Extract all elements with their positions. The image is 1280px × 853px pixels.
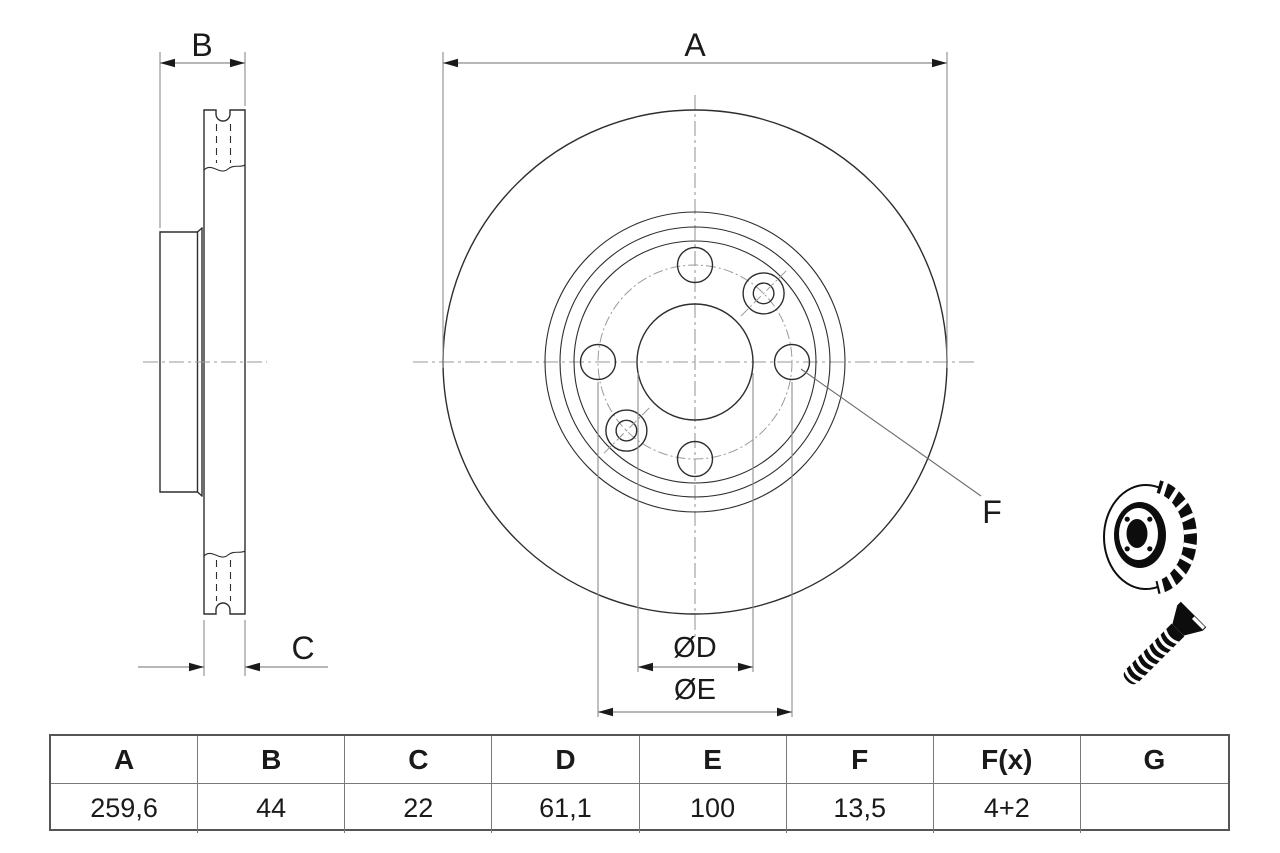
- break-line-top: [203, 164, 246, 172]
- bolt-circle: [597, 264, 793, 460]
- table-value-d: 61,1: [492, 784, 640, 833]
- table-header-f: F: [786, 736, 934, 784]
- dim-label-a: A: [684, 27, 706, 63]
- table-value-fx: 4+2: [934, 784, 1081, 833]
- dimension-table: A B C D E F F(x) G 259,6 44 22 61,1 100 …: [49, 734, 1230, 833]
- front-view: A ØD ØE F: [413, 27, 1002, 717]
- countersunk-screw-icon: [1123, 601, 1207, 685]
- bolt-hole-bottom: [676, 440, 714, 478]
- screw-icon-head: [1172, 601, 1207, 636]
- table-header-fx: F(x): [933, 736, 1081, 784]
- disc-icon-center-bore: [1126, 519, 1148, 548]
- hat-outer-circle: [559, 226, 831, 498]
- disc-bottom-edge-vent-notch: [203, 602, 246, 615]
- table-header-a: A: [51, 736, 199, 784]
- table-value-a: 259,6: [51, 784, 199, 833]
- table-value-f: 13,5: [787, 784, 934, 833]
- dim-b-arrow-right: [230, 58, 245, 68]
- dim-c-arrow-left: [189, 662, 204, 672]
- screw-hole-upper-right-inner: [752, 282, 775, 305]
- side-view: B C: [138, 27, 328, 676]
- dim-e-arrow-right: [777, 707, 792, 717]
- table-header-g: G: [1080, 736, 1228, 784]
- dim-e-arrow-left: [598, 707, 613, 717]
- disc-icon-bolt-holes: [1124, 516, 1153, 552]
- brake-disc-3d-icon: [1103, 480, 1198, 595]
- screw-icon-slot: [1191, 616, 1206, 630]
- dim-d-arrow-left: [638, 662, 653, 672]
- dim-a-arrow-left: [443, 58, 458, 68]
- table-header-b: B: [198, 736, 346, 784]
- bolt-hole-left: [579, 343, 617, 381]
- dim-f-leader-line: [800, 368, 982, 497]
- screw-icon-threads: [1123, 629, 1179, 685]
- table-header-d: D: [492, 736, 640, 784]
- screw-hole-lower-left-axis: [603, 407, 650, 454]
- break-line-bottom: [203, 550, 246, 558]
- table-value-g: [1081, 784, 1228, 833]
- table-value-b: 44: [198, 784, 346, 833]
- bolt-hole-right: [773, 343, 811, 381]
- center-bore-circle: [636, 303, 754, 421]
- hat-step-circle: [573, 240, 817, 484]
- table-header-c: C: [345, 736, 493, 784]
- disc-icon-vent-slots: [1157, 480, 1198, 595]
- dim-b-arrow-left: [160, 58, 175, 68]
- dim-d-arrow-right: [738, 662, 753, 672]
- screw-hole-lower-left-inner: [615, 419, 638, 442]
- dim-label-c: C: [291, 630, 314, 666]
- disc-top-edge-vent-notch: [203, 109, 246, 122]
- dim-c-arrow-right: [245, 662, 260, 672]
- screw-hole-lower-left-outer: [605, 409, 648, 452]
- braking-band-inner-circle: [544, 211, 846, 513]
- dim-label-b: B: [191, 27, 212, 63]
- bolt-hole-top: [676, 246, 714, 284]
- table-header-e: E: [639, 736, 787, 784]
- screw-hole-upper-right-outer: [742, 272, 785, 315]
- dim-label-od: ØD: [673, 632, 717, 664]
- hat-chamfer-top: [196, 227, 203, 233]
- table-value-e: 100: [640, 784, 787, 833]
- screw-hole-upper-right-axis: [740, 270, 787, 317]
- dim-a-arrow-right: [932, 58, 947, 68]
- technical-drawing-canvas: B C: [138, 27, 1207, 717]
- table-value-c: 22: [345, 784, 493, 833]
- dim-label-oe: ØE: [674, 674, 716, 706]
- hat-chamfer-bottom: [196, 491, 203, 497]
- dim-label-f: F: [982, 494, 1002, 530]
